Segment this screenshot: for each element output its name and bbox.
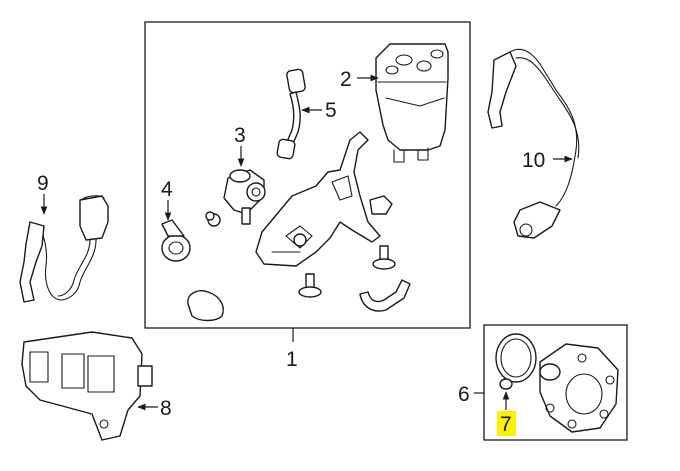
pump-box: [483, 324, 628, 441]
callout-7-highlight: [497, 411, 516, 436]
callout-4-label[interactable]: 4: [161, 178, 173, 201]
hose-part: [276, 68, 306, 160]
sensor-8-part: [21, 331, 153, 441]
sensor-10-part: [487, 48, 580, 239]
stud-part-a: [298, 273, 322, 298]
callout-8-label[interactable]: 8: [160, 397, 172, 420]
callout-7-label[interactable]: 7: [500, 413, 512, 436]
pump-part: [539, 343, 619, 433]
callout-1-label[interactable]: 1: [286, 348, 298, 371]
assembly-box: [144, 21, 471, 329]
callout-5-label[interactable]: 5: [325, 99, 337, 122]
valve-part: [205, 169, 266, 227]
bracket-part: [255, 131, 393, 267]
callout-6-label[interactable]: 6: [458, 383, 470, 406]
gasket-part: [495, 333, 537, 390]
canister-part: [375, 43, 449, 163]
solenoid-part: [161, 219, 191, 262]
callout-9-label[interactable]: 9: [37, 172, 49, 195]
cap-part: [187, 290, 224, 322]
callout-2-label[interactable]: 2: [340, 68, 352, 91]
tube-part: [359, 279, 411, 312]
callout-3-label[interactable]: 3: [234, 124, 246, 147]
stud-part-b: [372, 245, 396, 270]
sensor-9-part: [19, 195, 109, 303]
callout-10-label[interactable]: 10: [522, 149, 545, 172]
